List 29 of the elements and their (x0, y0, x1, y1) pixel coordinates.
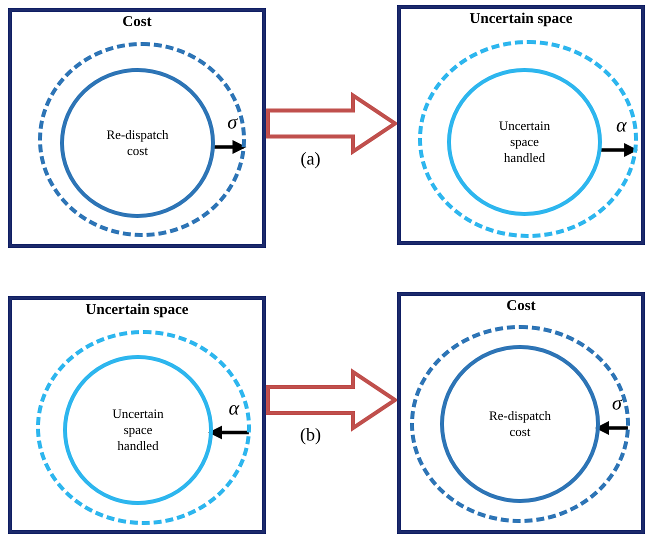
edge-label: σ (227, 112, 238, 134)
hollow-arrow (266, 368, 399, 432)
edge-label: α (228, 397, 240, 420)
panel-frame (8, 296, 266, 534)
solid-circle (60, 68, 215, 218)
panel-title: Cost (122, 14, 152, 31)
panel-title: Uncertain space (86, 302, 188, 319)
solid-circle (447, 68, 602, 216)
dashed-circle (36, 330, 251, 525)
hollow-arrow (266, 92, 399, 156)
circle-label: Re-dispatch cost (106, 127, 170, 159)
solid-circle (440, 345, 600, 503)
edge-label: (b) (300, 424, 321, 446)
circle-label: Uncertain space handled (111, 406, 165, 454)
dashed-circle (38, 42, 246, 237)
edge-label: (a) (300, 148, 320, 169)
panel-title: Cost (506, 298, 536, 315)
arrow (212, 140, 246, 154)
dashed-circle (418, 40, 638, 238)
panel-title: Uncertain space (470, 11, 572, 28)
panel-frame (397, 292, 645, 534)
circle-label: Uncertain space handled (498, 118, 552, 166)
dashed-circle (410, 325, 630, 523)
solid-circle (63, 355, 213, 505)
edge-label: σ (612, 392, 622, 416)
panel-frame (397, 5, 645, 245)
circle-label: Re-dispatch cost (488, 408, 552, 440)
edge-label: α (616, 114, 627, 138)
panel-frame (8, 8, 266, 248)
